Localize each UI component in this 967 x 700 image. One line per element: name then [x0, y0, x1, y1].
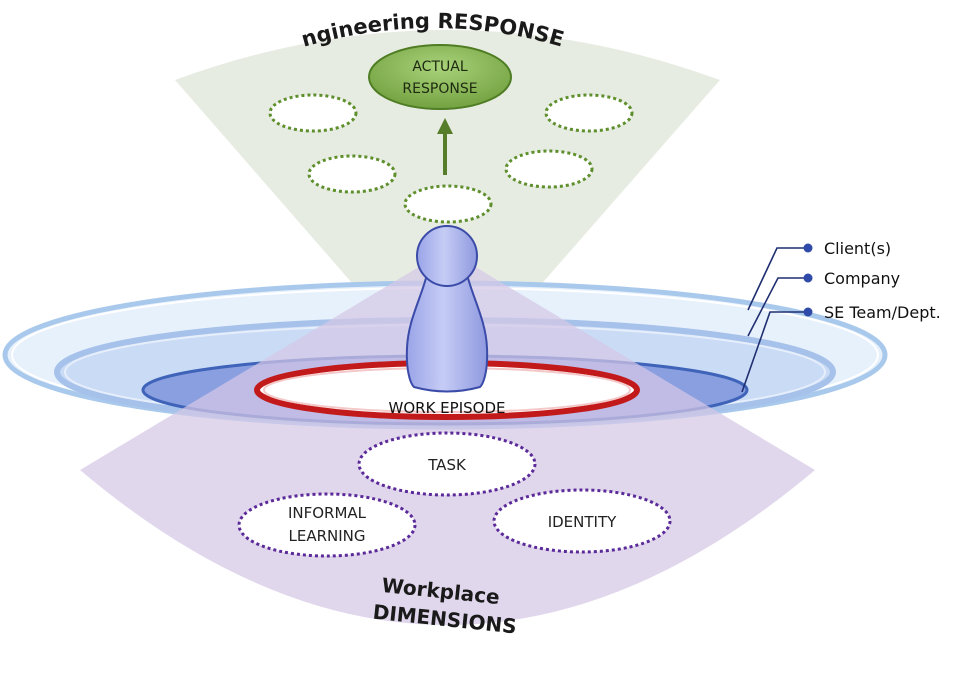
actual-response-label-line1: ACTUAL	[412, 59, 467, 75]
company-legend-label: Company	[824, 269, 900, 288]
company-connector	[747, 277, 808, 337]
engineer-figure-body	[405, 277, 489, 393]
dimension-informal-learning-label-line2: LEARNING	[288, 527, 365, 545]
dimension-informal-learning-label-line1: INFORMAL	[288, 504, 367, 522]
engineer-figure-head	[416, 225, 478, 287]
dimension-identity-label: IDENTITY	[548, 513, 617, 531]
client-connector-dot	[803, 243, 813, 253]
potential-response-1	[268, 93, 358, 133]
actual-response	[368, 44, 512, 110]
response-arrow-head	[437, 118, 453, 134]
dimension-identity	[492, 488, 672, 554]
potential-response-2	[544, 93, 634, 133]
team-connector-dot	[803, 307, 813, 317]
potential-response-3	[307, 154, 397, 194]
actual-response-label-line2: RESPONSE	[402, 81, 477, 97]
potential-response-5	[403, 184, 493, 224]
dimension-task	[357, 431, 537, 497]
team-connector	[741, 311, 808, 393]
team-legend-label: SE Team/Dept.	[824, 303, 941, 322]
dimension-informal-learning	[237, 492, 417, 558]
company-connector-dot	[803, 273, 813, 283]
client-legend-label: Client(s)	[824, 239, 891, 258]
client-connector	[747, 247, 808, 311]
work-episode-label: WORK EPISODE	[389, 399, 506, 417]
potential-response-4	[504, 149, 594, 189]
dimension-task-label: TASK	[427, 456, 467, 474]
